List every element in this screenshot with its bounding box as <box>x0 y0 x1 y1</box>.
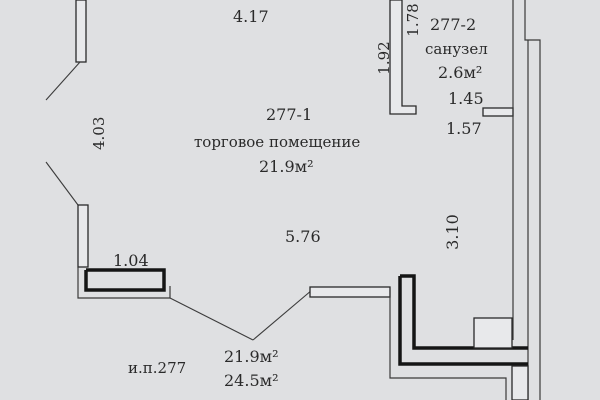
dim-left: 4.03 <box>90 117 108 150</box>
corridor-wall-thick-2 <box>398 276 528 366</box>
room-bath-name: санузел <box>425 40 488 58</box>
corridor-box <box>473 317 513 349</box>
corridor-wall-thick <box>400 274 528 350</box>
room-bath-number: 277-2 <box>430 15 476 34</box>
room-main-name: торговое помещение <box>194 133 360 151</box>
bay-wall-upper <box>45 61 81 101</box>
bath-wall-left <box>389 0 417 115</box>
entrance-wall-right <box>252 289 313 341</box>
dim-center: 5.76 <box>285 227 321 246</box>
dim-corridor: 3.10 <box>443 214 462 250</box>
corridor-outline <box>389 290 507 400</box>
window-bottom-right <box>309 286 391 298</box>
entrance-wall-left <box>169 297 254 341</box>
room-bath-area: 2.6м² <box>438 63 482 82</box>
dim-bath-width-b: 1.57 <box>446 119 482 138</box>
room-main-area: 21.9м² <box>259 157 313 176</box>
window-bottom-left <box>77 204 89 268</box>
wall-bottom-left <box>84 268 166 292</box>
bay-wall-lower <box>45 161 79 206</box>
corridor-box-small <box>511 365 529 400</box>
bath-wall-right <box>482 107 514 117</box>
dim-sill: 1.04 <box>113 251 149 270</box>
dim-bath-top: 1.78 <box>404 3 422 36</box>
wall-right-outer <box>524 0 541 400</box>
summary-label: и.п.277 <box>128 359 186 377</box>
dim-bath-width-a: 1.45 <box>448 89 484 108</box>
room-main-number: 277-1 <box>266 105 312 124</box>
wall-outline-bottom-left <box>77 267 171 299</box>
dim-bath-height: 1.92 <box>375 41 393 74</box>
dim-top: 4.17 <box>233 7 269 26</box>
summary-area-total: 24.5м² <box>224 371 278 390</box>
summary-area-main: 21.9м² <box>224 347 278 366</box>
window-top-left <box>75 0 87 63</box>
